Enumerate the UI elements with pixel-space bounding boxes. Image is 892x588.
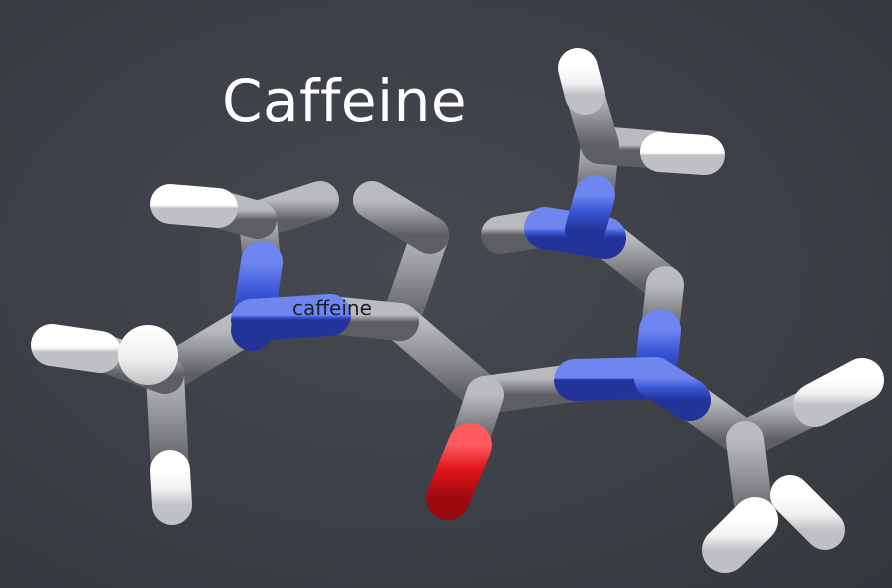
atom-h-me9-front: [118, 325, 178, 385]
atom-h-c8: [150, 184, 238, 228]
atom-n1-top: [565, 175, 615, 250]
molecule-label: caffeine: [292, 296, 372, 320]
atom-h-me3-back: [770, 475, 845, 550]
bonds-group: [31, 48, 884, 573]
atom-h-me3-right: [793, 358, 884, 427]
atom-n9b: [231, 294, 351, 341]
atom-h-me1-up: [558, 48, 605, 115]
molecule-title: Caffeine: [222, 67, 468, 135]
atom-h-me9-left: [31, 324, 121, 373]
atom-n3c: [634, 357, 711, 421]
atom-o-bottom: [426, 423, 492, 520]
atom-h-me3-down: [702, 497, 778, 573]
atom-h-me1-right: [640, 132, 725, 175]
atom-h-me9-down: [150, 450, 192, 525]
